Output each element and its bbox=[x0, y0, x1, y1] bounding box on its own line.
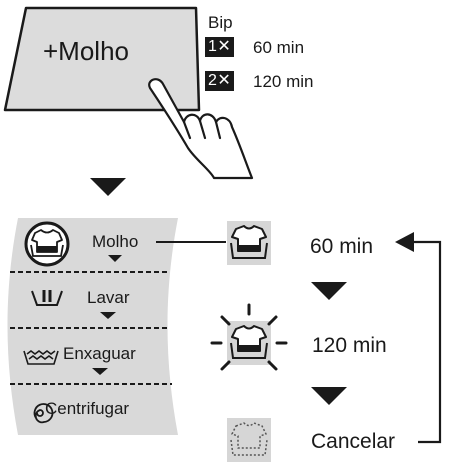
sequence-label-60: 60 min bbox=[310, 235, 374, 258]
step-pointer-arrows bbox=[92, 255, 122, 375]
step-label-enxaguar: Enxaguar bbox=[63, 344, 136, 363]
return-loop-arrow bbox=[395, 232, 442, 444]
beep-badge-2: 2✕ bbox=[205, 71, 235, 91]
soak-shirt-icon bbox=[30, 229, 64, 257]
hand-press-icon bbox=[148, 78, 254, 180]
beep-badge-1: 1✕ bbox=[205, 37, 235, 57]
soak-on-indicator bbox=[227, 221, 271, 265]
beep-duration-2: 120 min bbox=[253, 72, 314, 91]
beep-duration-1: 60 min bbox=[253, 38, 305, 57]
sequence-label-cancel: Cancelar bbox=[311, 430, 396, 453]
soak-button-label[interactable]: +Molho bbox=[43, 36, 129, 66]
soak-off-indicator bbox=[227, 418, 271, 462]
step-label-lavar: Lavar bbox=[87, 288, 130, 307]
step-label-molho: Molho bbox=[92, 232, 139, 251]
rinse-icon bbox=[23, 350, 59, 365]
soak-blinking-indicator bbox=[210, 303, 288, 371]
arrow-down-icon bbox=[311, 282, 347, 300]
arrow-down-icon bbox=[90, 178, 126, 196]
panel-dividers bbox=[10, 271, 172, 385]
spin-icon bbox=[33, 403, 54, 424]
wash-tub-icon bbox=[31, 290, 63, 306]
beep-title: Bip bbox=[208, 13, 233, 32]
sequence-label-120: 120 min bbox=[312, 334, 387, 357]
arrow-down-icon bbox=[311, 387, 347, 405]
step-label-centrifugar: Centrifugar bbox=[45, 399, 130, 418]
